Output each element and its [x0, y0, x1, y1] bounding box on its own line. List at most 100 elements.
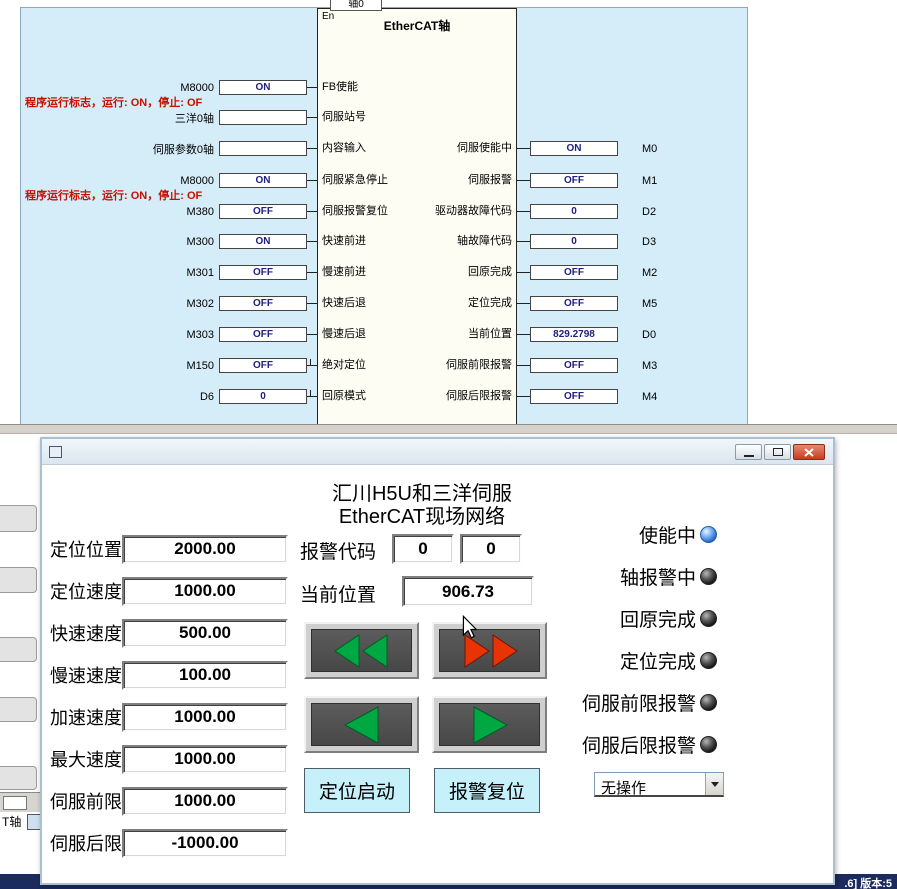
- run-flag-note: 程序运行标志，运行: ON，停止: OF: [25, 190, 203, 202]
- fbd-output-row: ON M0: [516, 141, 658, 156]
- fast-backward-button[interactable]: [304, 622, 419, 679]
- value-box[interactable]: OFF: [530, 265, 618, 280]
- operand-label: M8000: [180, 174, 214, 187]
- value-box[interactable]: ON: [530, 141, 618, 156]
- field-label: 伺服前限: [50, 792, 122, 812]
- input-pin-label: 伺服报警复位: [322, 205, 388, 217]
- indicator-led: [700, 693, 717, 711]
- current-position-label: 当前位置: [300, 585, 377, 606]
- output-pin-label: 当前位置: [468, 328, 512, 340]
- edge-marker-icon: [310, 359, 311, 365]
- output-pin-label: 驱动器故障代码: [435, 205, 512, 217]
- document-tab[interactable]: T轴: [2, 815, 22, 829]
- operand-label: M4: [642, 390, 658, 403]
- indicator-label: 使能中: [638, 525, 696, 547]
- value-box[interactable]: 0: [219, 389, 307, 404]
- slow-backward-button[interactable]: [304, 696, 419, 753]
- value-box[interactable]: OFF: [530, 296, 618, 311]
- edge-marker-icon: [310, 390, 311, 396]
- input-pin-label: 伺服站号: [322, 111, 366, 123]
- alarm-reset-button[interactable]: 报警复位: [434, 768, 540, 813]
- field-input[interactable]: 2000.00: [122, 534, 288, 564]
- operand-label: M1: [642, 174, 658, 187]
- indicator-label: 伺服前限报警: [581, 693, 696, 715]
- value-box[interactable]: 0: [530, 204, 618, 219]
- indicator-row: 使能中: [482, 521, 717, 547]
- field-input[interactable]: 1000.00: [122, 786, 288, 816]
- background-window-fragment: [0, 766, 37, 790]
- fbd-output-row: 829.2798 D0: [516, 327, 657, 342]
- value-box[interactable]: OFF: [219, 296, 307, 311]
- value-box[interactable]: OFF: [219, 265, 307, 280]
- value-box[interactable]: OFF: [219, 358, 307, 373]
- value-box[interactable]: 829.2798: [530, 327, 618, 342]
- dropdown-button[interactable]: [705, 773, 723, 795]
- indicator-led: [700, 609, 717, 627]
- field-input[interactable]: 1000.00: [122, 576, 288, 606]
- function-block: [317, 8, 517, 425]
- operand-label: 三洋0轴: [174, 112, 214, 125]
- operand-label: D2: [642, 205, 657, 218]
- alarm-code-label: 报警代码: [300, 542, 377, 563]
- fbd-input-row: 伺服参数0轴: [25, 141, 317, 156]
- operand-label: D0: [642, 328, 657, 341]
- input-pin-label: 回原模式: [322, 390, 366, 402]
- dropdown-value: 无操作: [601, 780, 647, 797]
- minimize-button[interactable]: [735, 444, 762, 460]
- maximize-button[interactable]: [764, 444, 791, 460]
- toolbar-chip: [3, 796, 27, 810]
- output-pin-label: 伺服后限报警: [446, 390, 512, 402]
- fbd-output-row: 0 D2: [516, 204, 657, 219]
- field-input[interactable]: 1000.00: [122, 702, 288, 732]
- indicator-label: 伺服后限报警: [581, 735, 696, 757]
- status-text: .6] 版本:5: [844, 878, 892, 889]
- operation-dropdown[interactable]: 无操作: [594, 772, 724, 797]
- fast-forward-button[interactable]: [432, 622, 547, 679]
- operand-label: 伺服参数0轴: [152, 143, 214, 156]
- background-window-fragment: [0, 637, 37, 662]
- field-input[interactable]: 500.00: [122, 618, 288, 648]
- slow-forward-button[interactable]: [432, 696, 547, 753]
- position-start-button[interactable]: 定位启动: [304, 768, 410, 813]
- value-box[interactable]: [219, 141, 307, 156]
- close-button[interactable]: [793, 444, 825, 460]
- value-box[interactable]: ON: [219, 234, 307, 249]
- field-input[interactable]: -1000.00: [122, 828, 288, 858]
- background-window-fragment: [0, 567, 37, 593]
- value-box[interactable]: OFF: [530, 358, 618, 373]
- indicator-row: 回原完成: [482, 605, 717, 631]
- value-box[interactable]: OFF: [219, 204, 307, 219]
- value-box[interactable]: OFF: [219, 327, 307, 342]
- minimize-icon: [743, 454, 754, 457]
- operand-label: D3: [642, 235, 657, 248]
- field-input[interactable]: 100.00: [122, 660, 288, 690]
- field-label: 定位速度: [50, 582, 122, 602]
- block-title: EtherCAT轴: [383, 19, 451, 33]
- window-icon: [49, 446, 62, 458]
- current-position-box: 906.73: [402, 576, 534, 607]
- field-label: 定位位置: [50, 540, 122, 560]
- double-left-arrow-icon: [333, 633, 387, 668]
- value-box[interactable]: ON: [219, 80, 307, 95]
- output-pin-label: 伺服报警: [468, 174, 512, 186]
- output-pin-label: 伺服使能中: [457, 142, 512, 154]
- operand-label: M150: [186, 359, 214, 372]
- value-box[interactable]: OFF: [530, 173, 618, 188]
- indicator-row: 伺服前限报警: [482, 689, 717, 715]
- value-box[interactable]: ON: [219, 173, 307, 188]
- operand-label: M0: [642, 142, 658, 155]
- value-box[interactable]: OFF: [530, 389, 618, 404]
- hmi-titlebar[interactable]: [42, 439, 833, 465]
- value-box[interactable]: [219, 110, 307, 125]
- output-pin-label: 伺服前限报警: [446, 359, 512, 371]
- input-pin-label: 绝对定位: [322, 359, 366, 371]
- value-box[interactable]: 0: [530, 234, 618, 249]
- hmi-title-line2: EtherCAT现场网络: [338, 506, 506, 528]
- field-input[interactable]: 1000.00: [122, 744, 288, 774]
- field-label: 慢速速度: [50, 666, 122, 686]
